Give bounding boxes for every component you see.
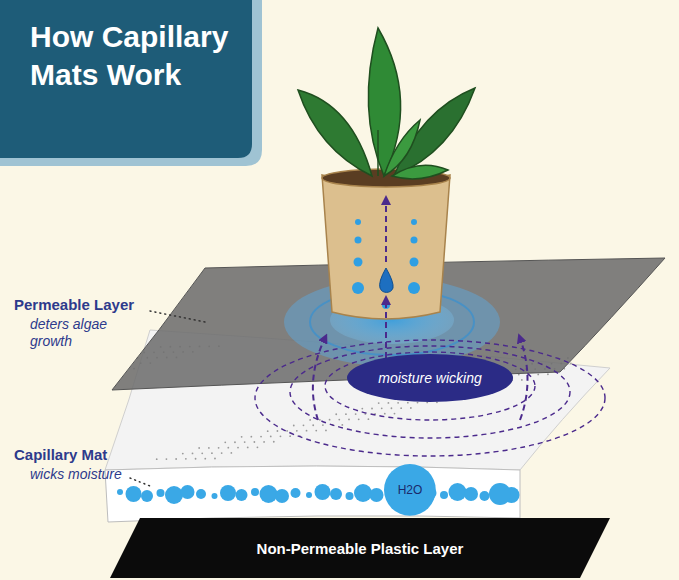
plastic-layer-band: Non-Permeable Plastic Layer: [110, 518, 610, 578]
wicking-arcs: [255, 340, 605, 456]
part-name: Capillary Mat: [14, 446, 154, 464]
part-note: deters algae growth: [30, 316, 135, 350]
wicking-arrows: [313, 200, 528, 420]
part-name: Permeable Layer: [14, 296, 164, 314]
water-dots: [352, 219, 420, 309]
permeable-layer: [112, 258, 665, 390]
part-note: wicks moisture: [30, 466, 140, 483]
leader-lines: [130, 311, 205, 486]
plant-leaves: [298, 28, 475, 179]
node-text: Non-Permeable Plastic Layer: [257, 540, 464, 557]
title-shadow: [0, 0, 262, 166]
water-drop: [380, 268, 394, 292]
wicking-ellipse: moisture wicking: [347, 354, 513, 402]
title-box: [0, 0, 252, 158]
band-shape: [110, 518, 610, 578]
water-bubble: H2O: [384, 464, 436, 516]
ellipse-shape: [347, 354, 513, 402]
node-text: moisture wicking: [378, 370, 481, 386]
plant-pot: [322, 175, 450, 319]
ellipse-shape: [384, 464, 436, 516]
node-text: H2O: [398, 483, 423, 497]
capillary-mat-edge: [105, 466, 520, 522]
water-bubbles: [117, 483, 520, 505]
title: How Capillary Mats Work: [30, 18, 235, 94]
